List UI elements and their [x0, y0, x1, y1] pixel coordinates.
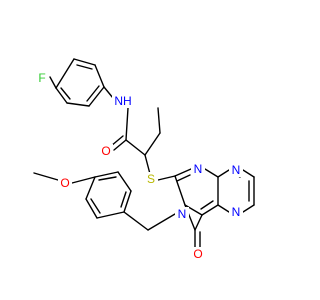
bond [242, 204, 255, 213]
bond [94, 171, 119, 178]
bond [217, 169, 230, 178]
bond [98, 176, 117, 181]
bond [73, 58, 96, 66]
bond [147, 213, 176, 231]
bond [176, 174, 191, 182]
bond [174, 175, 186, 206]
atom-ring-nitrogen: N [178, 207, 187, 221]
bond [123, 211, 149, 231]
bond [194, 214, 203, 231]
bond [94, 64, 105, 88]
bond [144, 154, 151, 175]
bond [71, 176, 96, 184]
bonds [33, 58, 255, 251]
atom-pyrazine-nitrogen-bottom: N [232, 205, 241, 219]
bond [90, 198, 101, 214]
bond [174, 168, 192, 177]
bond [157, 175, 176, 181]
bond [33, 172, 59, 181]
bond [217, 204, 230, 213]
bond [204, 168, 219, 178]
bond [85, 176, 96, 200]
bond [88, 86, 105, 107]
bond [120, 191, 127, 208]
atom-fluorine: F [38, 71, 45, 85]
bond [125, 139, 146, 156]
atom-amide-oxygen: O [101, 144, 110, 158]
bond [86, 85, 100, 102]
molecule-structure: F NH O S O N N N N O [33, 58, 255, 261]
bond [200, 200, 214, 210]
bond [144, 132, 161, 156]
bond [157, 107, 161, 134]
atom-amide-nitrogen: NH [114, 94, 131, 108]
bond [242, 169, 255, 178]
atom-methoxy-oxygen: O [60, 176, 69, 190]
bond [125, 107, 129, 141]
atom-sulfur: S [147, 172, 155, 186]
bond [117, 171, 132, 192]
bond [55, 87, 68, 104]
bond [123, 190, 132, 213]
atom-labels: F NH O S O N N N N O [35, 71, 243, 261]
bond [201, 204, 219, 216]
bond [113, 139, 127, 151]
bond [55, 58, 75, 89]
bond [76, 64, 93, 70]
bond [49, 76, 57, 89]
atom-carbonyl-oxygen: O [193, 247, 202, 261]
bond [184, 204, 203, 216]
bond [66, 102, 90, 107]
bond [103, 86, 114, 99]
atom-pyrimidine-nitrogen: N [194, 162, 203, 176]
bond [96, 211, 125, 219]
bond [85, 198, 98, 219]
bond [60, 87, 71, 100]
atom-pyrazine-nitrogen-top: N [232, 163, 241, 177]
